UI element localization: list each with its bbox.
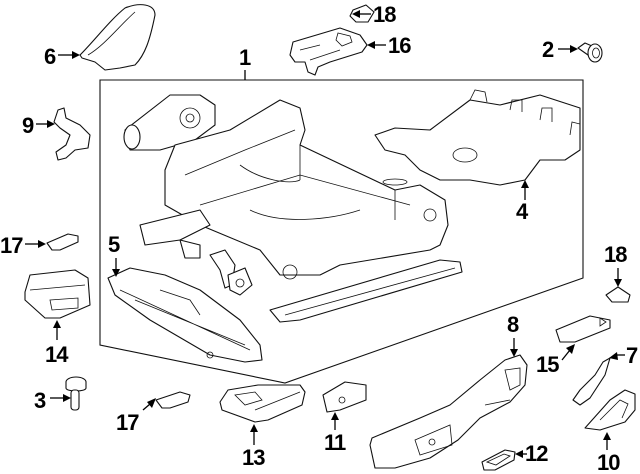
part-10-recliner-cover[interactable]	[584, 389, 636, 431]
callout-3: 3	[34, 388, 46, 413]
part-15-track-cover[interactable]	[555, 315, 611, 343]
part-17-cap-bottom[interactable]	[155, 391, 191, 409]
callout-10: 10	[597, 450, 620, 474]
part-9-bracket[interactable]	[53, 107, 91, 161]
callout-11: 11	[324, 430, 346, 455]
part-2-bolt[interactable]	[577, 42, 603, 63]
callout-7: 7	[626, 343, 638, 368]
part-4-lumbar-support[interactable]	[374, 89, 581, 186]
callout-9: 9	[22, 113, 34, 138]
part-7-trim-bracket[interactable]	[572, 357, 611, 406]
callout-14: 14	[45, 342, 69, 367]
part-18-cap-right[interactable]	[605, 286, 631, 303]
part-6-recliner-cover[interactable]	[79, 4, 156, 71]
callout-6: 6	[44, 44, 56, 69]
part-13-track-cover[interactable]	[219, 384, 306, 423]
callout-1: 1	[239, 45, 251, 70]
callout-5: 5	[108, 232, 120, 257]
callout-8: 8	[507, 312, 519, 337]
callout-12: 12	[525, 441, 548, 466]
part-11-switch[interactable]	[322, 381, 367, 413]
part-17-cap-left[interactable]	[46, 233, 79, 251]
callout-17-left: 17	[0, 233, 23, 258]
assembly-frame	[99, 79, 584, 384]
callout-4: 4	[516, 199, 529, 224]
callout-2: 2	[542, 37, 554, 62]
part-5-seat-track[interactable]	[107, 267, 263, 363]
part-16-track-cover[interactable]	[289, 27, 368, 76]
part-14-track-cover[interactable]	[24, 269, 91, 319]
callout-13: 13	[242, 445, 265, 470]
callout-18-top: 18	[373, 2, 396, 27]
part-8-side-shield[interactable]	[369, 354, 528, 469]
callout-18-right: 18	[604, 242, 627, 267]
part-3-bolt[interactable]	[65, 376, 87, 411]
callout-16: 16	[388, 33, 411, 58]
callout-17-bottom: 17	[116, 410, 139, 435]
callout-15: 15	[536, 352, 559, 377]
part-12-bezel[interactable]	[481, 449, 516, 471]
part-1-seat-frame[interactable]	[123, 94, 463, 323]
